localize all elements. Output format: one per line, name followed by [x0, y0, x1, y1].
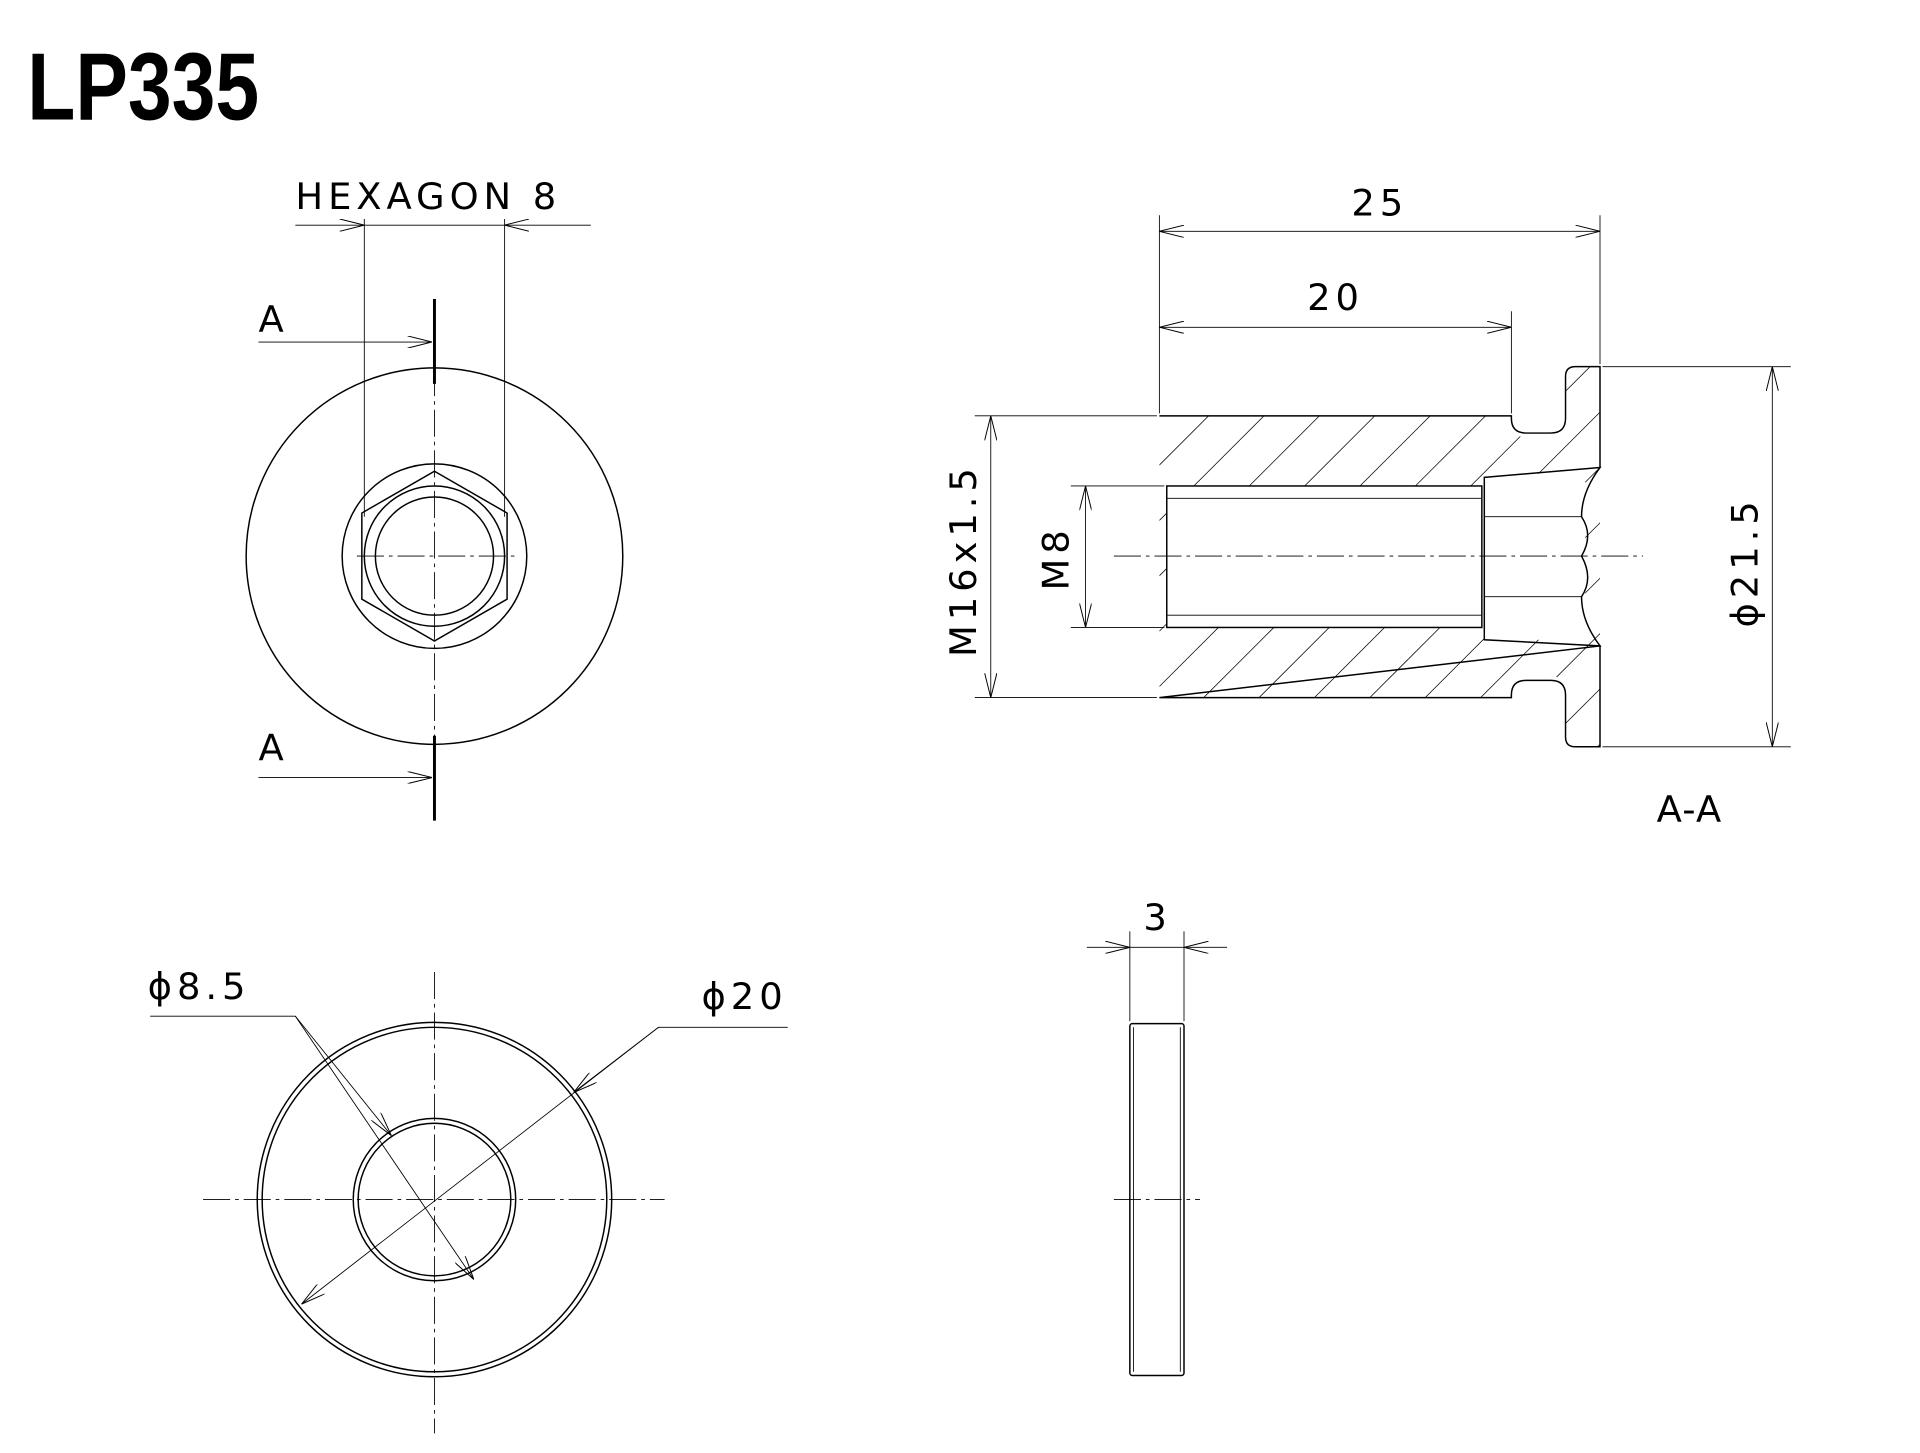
drawing-title: LP335 — [27, 33, 259, 140]
dim-d8-5: ϕ8.5 — [148, 965, 251, 1008]
dim-d21-5: ϕ21.5 — [1724, 496, 1767, 627]
washer-side-view: 3 — [1086, 896, 1228, 1377]
section-view: 25 20 M16x1.5 M8 ϕ21.5 A-A — [942, 181, 1920, 831]
hexagon-dimension: HEXAGON 8 — [295, 175, 561, 218]
hatch-line — [1637, 357, 1920, 763]
dim-3: 3 — [1143, 896, 1171, 939]
washer-front-view: ϕ8.5 ϕ20 — [148, 965, 788, 1434]
hatch-line — [1159, 366, 1324, 747]
section-mark-bottom: A — [258, 726, 288, 769]
dim-d20: ϕ20 — [702, 975, 788, 1018]
hatch-line — [1525, 366, 1600, 747]
dim-m8: M8 — [1034, 525, 1077, 590]
dim-20: 20 — [1307, 276, 1364, 319]
hatch-line — [1415, 366, 1600, 747]
hatch-line — [1159, 366, 1268, 747]
front-view: A A HEXAGON 8 — [245, 175, 624, 821]
section-title: A-A — [1657, 788, 1723, 831]
dim-m16: M16x1.5 — [942, 463, 985, 657]
dim-25: 25 — [1351, 181, 1408, 224]
section-mark-top: A — [258, 298, 288, 341]
